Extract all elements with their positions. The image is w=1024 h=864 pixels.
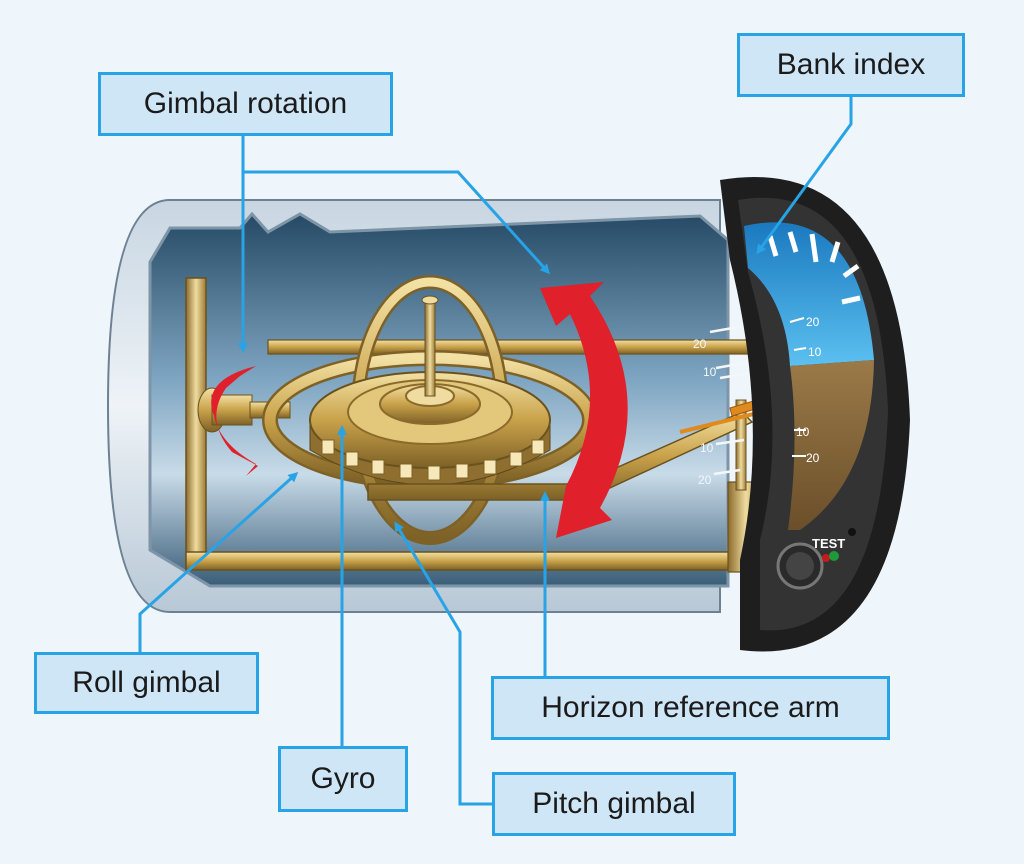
- bank-index-ticks: [767, 231, 861, 305]
- face-pitch-labels: 20 10 10 20: [796, 315, 822, 465]
- gyro-label: Gyro: [278, 746, 408, 812]
- pitch-mark-label: 10: [700, 441, 714, 455]
- face-pitch-label: 10: [808, 345, 822, 359]
- pitch-mark-label: 20: [693, 337, 707, 351]
- gimbal-rotation-label: Gimbal rotation: [98, 72, 393, 136]
- instrument-face: 20 10 10 20 TEST: [720, 177, 910, 652]
- green-indicator-icon: [829, 551, 839, 561]
- leader-roll-gimbal: [138, 471, 299, 652]
- test-label: TEST: [812, 536, 845, 551]
- leader-lines: [138, 96, 853, 806]
- face-pitch-label: 20: [806, 451, 820, 465]
- leader-gimbal-rotation-right: [243, 170, 551, 275]
- pitch-mark-label: 20: [698, 473, 712, 487]
- pitch-scale-labels: 20 10 10 20: [693, 337, 717, 487]
- rotation-arrows: [211, 282, 628, 538]
- leader-bank-index: [756, 96, 853, 255]
- leader-pitch-gimbal: [394, 521, 492, 806]
- gimbal-rotation-arrow-icon: [540, 282, 628, 538]
- gyro-rotor: [309, 295, 551, 486]
- horizon-reference-arm-label: Horizon reference arm: [491, 676, 890, 740]
- face-pitch-label: 20: [806, 315, 820, 329]
- red-indicator-icon: [822, 554, 830, 562]
- face-pitch-label: 10: [796, 425, 810, 439]
- pitch-gimbal-label: Pitch gimbal: [492, 772, 736, 836]
- bank-index-label: Bank index: [737, 33, 965, 97]
- pitch-mark-label: 10: [703, 365, 717, 379]
- roll-gimbal-label: Roll gimbal: [34, 652, 259, 714]
